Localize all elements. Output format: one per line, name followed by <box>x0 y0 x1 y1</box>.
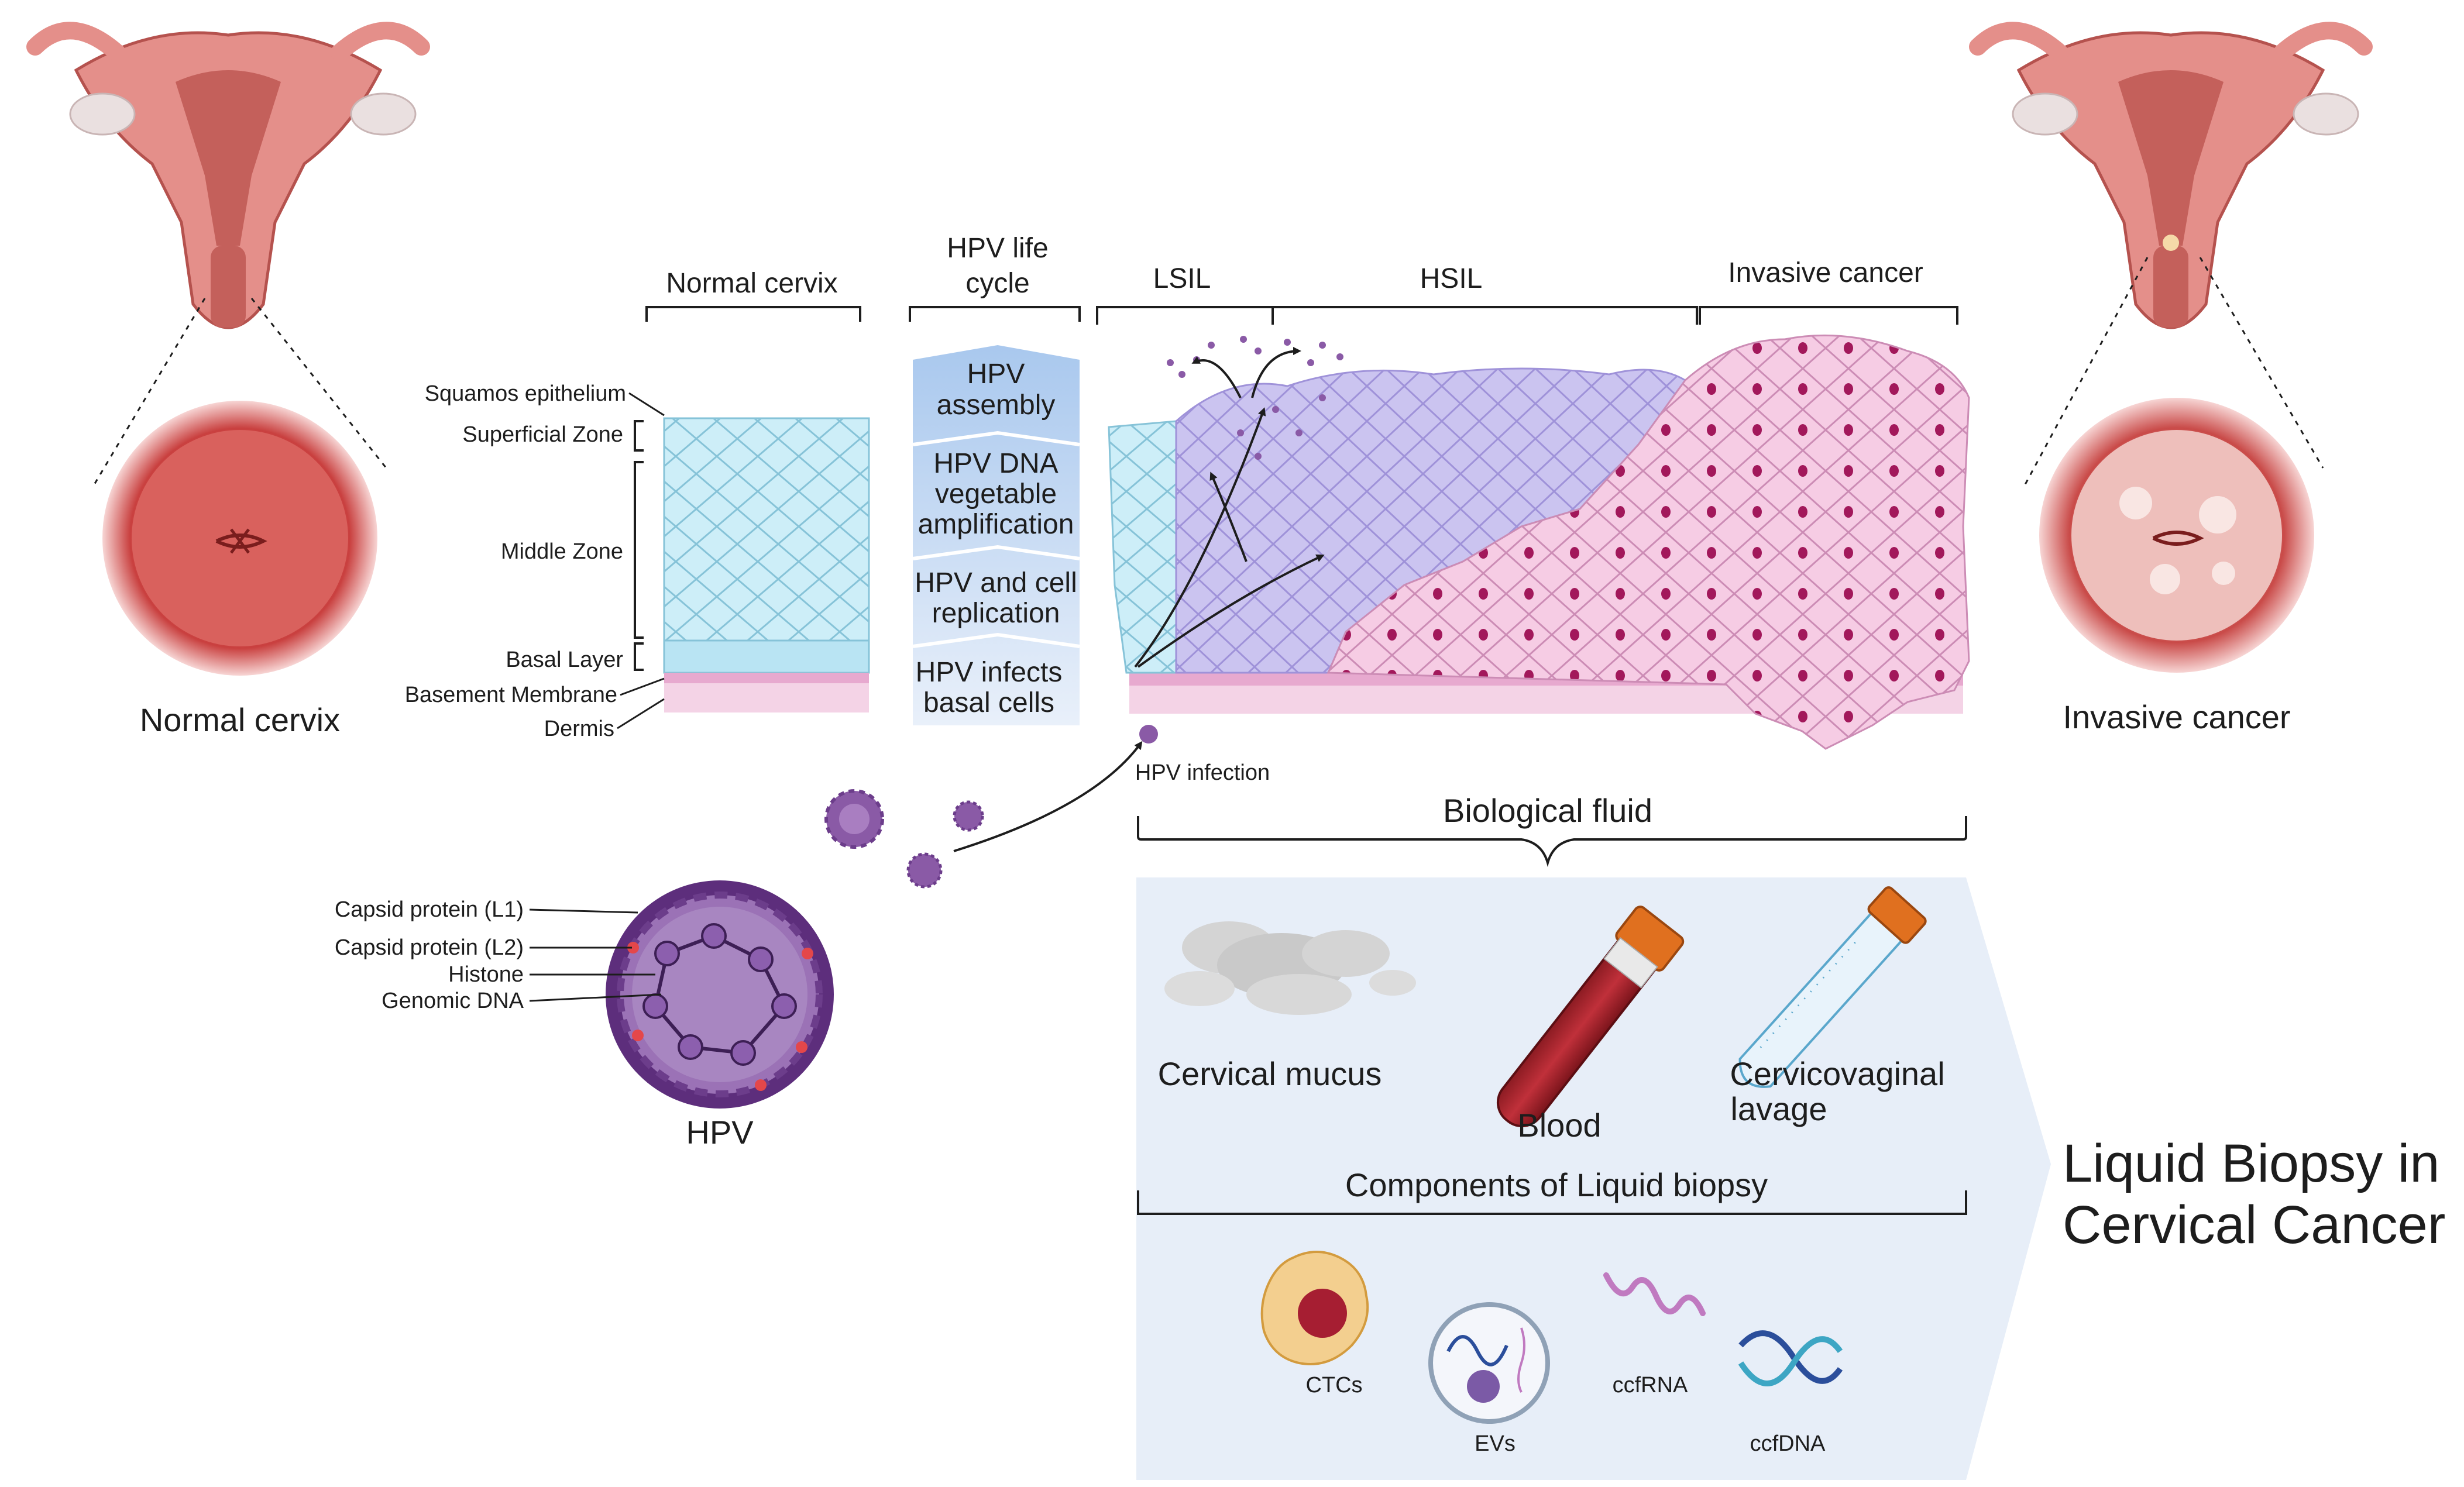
lsil-heading: LSIL <box>1153 263 1211 294</box>
svg-text:replication: replication <box>932 598 1060 629</box>
leader-basement <box>620 677 665 696</box>
small-virus-icon <box>824 789 884 849</box>
hpv-virus-caption: HPV <box>686 1114 754 1151</box>
middle-bracket <box>634 461 644 639</box>
normal-cervix-bracket <box>645 306 861 322</box>
svg-text:assembly: assembly <box>937 390 1056 421</box>
label-basal-layer: Basal Layer <box>506 648 623 672</box>
zoom-line-left-b <box>250 298 387 469</box>
normal-cervix-view <box>102 401 377 676</box>
ccfrna-illustration <box>1603 1272 1706 1316</box>
svg-text:HPV: HPV <box>967 359 1025 390</box>
svg-text:vegetable: vegetable <box>935 479 1057 510</box>
normal-uterus-illustration <box>26 22 430 329</box>
evs-label: EVs <box>1475 1431 1515 1456</box>
label-middle-zone: Middle Zone <box>501 539 623 564</box>
lesion-bracket <box>1096 306 1698 325</box>
title-line2: Cervical Cancer <box>2063 1195 2445 1255</box>
invasive-cancer-caption: Invasive cancer <box>2063 698 2290 735</box>
life-cycle-heading-2: cycle <box>965 268 1029 299</box>
invasive-cancer-heading: Invasive cancer <box>1728 257 1923 288</box>
ccfrna-label: ccfRNA <box>1613 1373 1688 1397</box>
label-capsid-l1: Capsid protein (L1) <box>335 897 524 922</box>
life-cycle-bracket <box>909 306 1081 322</box>
title-line1: Liquid Biopsy in <box>2063 1134 2439 1193</box>
blood-label: Blood <box>1517 1107 1601 1144</box>
ctcs-illustration <box>1260 1251 1369 1365</box>
life-cycle-chevron <box>912 345 1080 725</box>
svg-text:HPV infects: HPV infects <box>916 657 1063 688</box>
leader-capsid-l1 <box>529 908 638 914</box>
normal-cervix-caption: Normal cervix <box>140 701 340 738</box>
life-cycle-step: HPV DNA vegetable amplification <box>918 448 1074 540</box>
label-dermis: Dermis <box>544 717 614 741</box>
leader-dermis <box>617 698 665 729</box>
biological-fluid-heading: Biological fluid <box>1443 792 1652 829</box>
infection-path-arrow <box>953 741 1143 852</box>
life-cycle-step: HPV infects basal cells <box>916 657 1063 718</box>
evs-illustration <box>1428 1302 1550 1424</box>
svg-text:HPV DNA: HPV DNA <box>933 448 1058 479</box>
lesion-tissue <box>1108 334 1970 750</box>
lavage-label-line1: Cervicovaginal <box>1730 1055 1944 1092</box>
components-heading: Components of Liquid biopsy <box>1345 1166 1768 1203</box>
hpv-virus-illustration <box>606 880 834 1109</box>
cancer-uterus-illustration <box>1969 22 2373 329</box>
zoom-line-right-a <box>2023 257 2149 486</box>
life-cycle-step: HPV and cell replication <box>915 567 1077 629</box>
svg-text:amplification: amplification <box>918 509 1074 540</box>
invasive-cancer-view <box>2039 398 2314 673</box>
normal-cervix-heading: Normal cervix <box>666 268 837 299</box>
label-capsid-l2: Capsid protein (L2) <box>335 935 524 960</box>
invasive-bracket <box>1699 306 1958 325</box>
basal-bracket <box>634 642 644 671</box>
biological-fluid-bracket <box>1137 816 1967 868</box>
hsil-heading: HSIL <box>1420 263 1483 294</box>
ctcs-label: CTCs <box>1305 1373 1362 1397</box>
label-squamous-epithelium: Squamos epithelium <box>425 381 626 406</box>
label-genomic-dna: Genomic DNA <box>382 989 524 1013</box>
cervical-mucus-illustration <box>1164 921 1416 1015</box>
svg-text:basal cells: basal cells <box>923 687 1054 718</box>
superficial-bracket <box>634 420 644 452</box>
components-bracket <box>1137 1190 1967 1215</box>
label-histone: Histone <box>448 962 524 987</box>
leader-squamous <box>628 392 665 417</box>
small-virus-icon <box>953 800 984 832</box>
small-virus-icon <box>906 852 943 889</box>
hpv-infection-label: HPV infection <box>1135 760 1270 785</box>
hpv-infection-virus-icon <box>1139 725 1158 744</box>
life-cycle-heading-1: HPV life <box>947 233 1048 264</box>
ccfdna-label: ccfDNA <box>1750 1431 1826 1456</box>
lavage-tube-illustration <box>1738 886 1927 1088</box>
blood-tube-illustration <box>1496 906 1685 1128</box>
cervical-mucus-label: Cervical mucus <box>1158 1055 1382 1092</box>
ccfdna-illustration <box>1738 1330 1843 1386</box>
leader-genomic-dna <box>529 993 662 1002</box>
label-basement-membrane: Basement Membrane <box>405 683 617 707</box>
normal-epithelium-tissue <box>663 417 870 712</box>
zoom-line-left-a <box>92 298 206 486</box>
svg-text:HPV and cell: HPV and cell <box>915 567 1077 598</box>
lavage-label-line2: lavage <box>1730 1090 1827 1127</box>
label-superficial-zone: Superficial Zone <box>462 422 623 447</box>
zoom-line-right-b <box>2199 257 2324 469</box>
life-cycle-step: HPV assembly <box>937 359 1056 421</box>
infection-arrows <box>1134 347 1325 668</box>
